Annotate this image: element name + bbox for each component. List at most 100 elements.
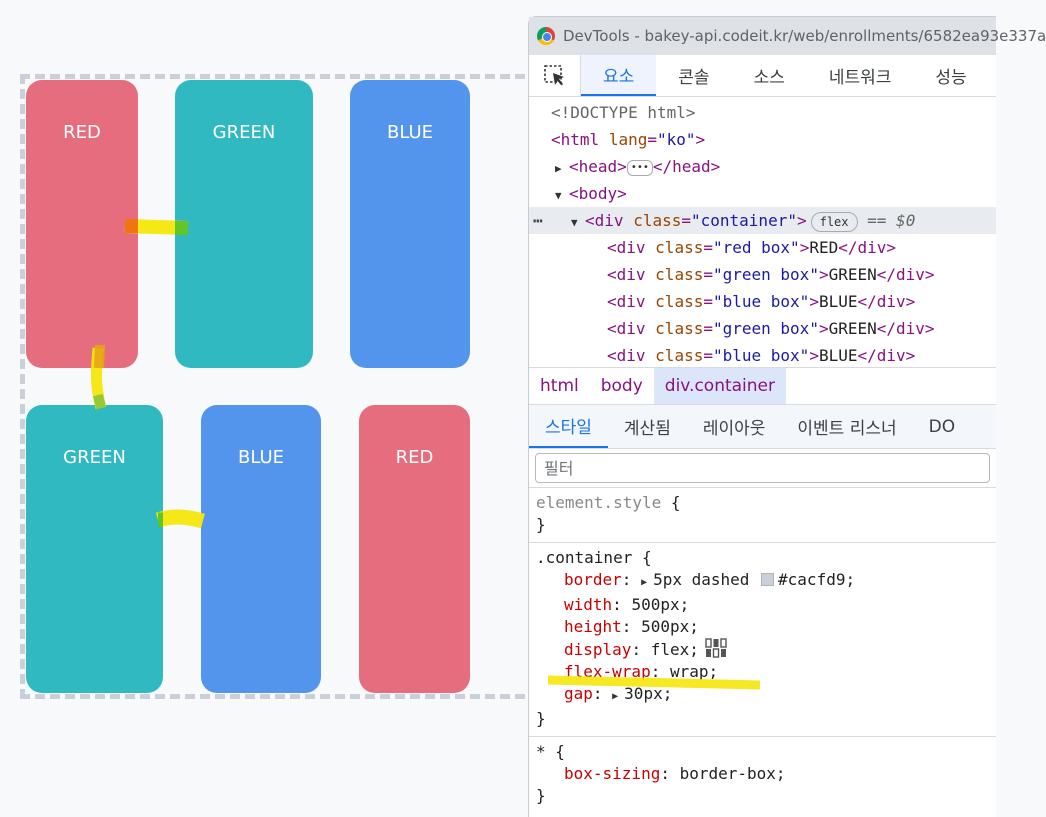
window-title: DevTools - bakey-api.codeit.kr/web/enrol… (563, 27, 1046, 45)
highlighter-underline (547, 675, 761, 690)
dom-container-selected[interactable]: ⋯ ▼<div class="container">flex == $0 (529, 207, 996, 234)
expand-triangle-icon[interactable]: ▶ (555, 162, 562, 175)
child-class: "red box" (712, 238, 800, 257)
filter-row (529, 449, 996, 488)
html-attr-value: "ko" (656, 130, 696, 149)
dom-body[interactable]: ▼<body> (529, 180, 996, 207)
css-property[interactable]: display: flex; (536, 638, 989, 661)
tab-computed[interactable]: 계산됨 (623, 419, 671, 439)
property-name: border (564, 570, 622, 589)
tab-sources[interactable]: 소스 (753, 68, 785, 88)
property-name: box-sizing (564, 764, 661, 783)
ellipsis-button[interactable]: ••• (626, 159, 653, 176)
tab-performance[interactable]: 성능 (935, 68, 967, 88)
property-value: wrap (669, 662, 709, 681)
child-class: "green box" (712, 319, 819, 338)
green-box: GREEN (26, 405, 163, 693)
dom-child[interactable]: <div class="green box">GREEN</div> (607, 319, 935, 338)
box-label: GREEN (212, 122, 276, 143)
dom-child[interactable]: <div class="red box">RED</div> (607, 238, 897, 257)
child-text: RED (809, 238, 839, 257)
rule-container[interactable]: .container { border: ▶5px dashed #cacfd9… (529, 543, 996, 737)
dom-head[interactable]: ▶<head>•••</head> (529, 153, 996, 180)
html-tag: html (560, 130, 600, 149)
breadcrumb-body[interactable]: body (600, 376, 643, 396)
property-value: flex (650, 640, 690, 659)
head-tag: head (578, 157, 618, 176)
collapse-triangle-icon[interactable]: ▼ (555, 189, 562, 202)
expand-triangle-icon[interactable]: ▶ (612, 691, 619, 702)
property-name: height (564, 617, 622, 636)
devtools-titlebar: DevTools - bakey-api.codeit.kr/web/enrol… (529, 17, 1046, 55)
child-class: "blue box" (712, 346, 810, 365)
devtools-tabbar: 요소 콘솔 소스 네트워크 성능 (529, 55, 996, 97)
tab-elements[interactable]: 요소 (581, 55, 657, 96)
more-options-icon[interactable]: ⋯ (533, 211, 543, 230)
rule-selector: .container (536, 548, 633, 567)
css-property[interactable]: gap: ▶30px; (536, 683, 989, 708)
styles-subtabs: 스타일 계산됨 레이아웃 이벤트 리스너 DO (529, 405, 996, 449)
highlighter-marks (90, 219, 205, 529)
tab-styles[interactable]: 스타일 (529, 405, 608, 448)
blue-box: BLUE (350, 80, 470, 368)
rule-element-style[interactable]: element.style { } (529, 488, 996, 543)
css-property[interactable]: border: ▶5px dashed #cacfd9; (536, 569, 989, 594)
tab-event-listeners[interactable]: 이벤트 리스너 (797, 419, 897, 439)
container-attr-name: class (633, 211, 682, 230)
child-text: BLUE (818, 346, 858, 365)
dom-html-open[interactable]: <html lang="ko"> (551, 130, 706, 149)
styles-filter-input[interactable] (535, 453, 990, 483)
body-tag: body (578, 184, 618, 203)
tab-network[interactable]: 네트워크 (828, 68, 892, 88)
dom-tree: <!DOCTYPE html> <html lang="ko"> ▶<head>… (529, 97, 996, 367)
html-attr-name: lang (608, 130, 648, 149)
doctype-text: <!DOCTYPE html> (551, 103, 696, 122)
css-property[interactable]: box-sizing: border-box; (564, 764, 786, 783)
property-name: flex-wrap (564, 662, 651, 681)
box-label: BLUE (386, 122, 434, 143)
property-name: gap (564, 684, 593, 703)
expand-triangle-icon[interactable]: ▶ (641, 577, 648, 588)
tab-dom-breakpoints[interactable]: DO (928, 416, 956, 437)
tab-layout[interactable]: 레이아웃 (702, 419, 766, 439)
breadcrumb-html[interactable]: html (540, 376, 579, 396)
property-value: border-box (679, 764, 776, 783)
child-text: GREEN (828, 319, 877, 338)
child-class: "green box" (712, 265, 819, 284)
property-color-value: #cacfd9 (778, 570, 846, 589)
container-tag: div (594, 211, 624, 230)
dom-child[interactable]: <div class="blue box">BLUE</div> (607, 346, 916, 365)
collapse-triangle-icon[interactable]: ▼ (571, 216, 578, 229)
flex-badge[interactable]: flex (810, 211, 858, 232)
property-value: 5px dashed (653, 570, 750, 589)
chrome-logo-icon (537, 27, 555, 45)
css-property-flex-wrap[interactable]: flex-wrap: wrap; (564, 662, 719, 681)
css-property[interactable]: height: 500px; (564, 617, 699, 636)
container-attr-value: "container" (691, 211, 797, 230)
style-rules: element.style { } .container { border: ▶… (529, 488, 996, 813)
rule-selector: * (536, 742, 546, 761)
color-swatch[interactable] (761, 573, 775, 586)
property-value: 500px (641, 617, 690, 636)
flexbox-editor-icon[interactable] (705, 638, 727, 658)
child-text: GREEN (828, 265, 877, 284)
tab-console[interactable]: 콘솔 (678, 68, 710, 88)
css-property[interactable]: width: 500px; (564, 595, 690, 614)
child-class: "blue box" (712, 292, 810, 311)
breadcrumb-div-container[interactable]: div.container (653, 368, 786, 404)
dom-child[interactable]: <div class="blue box">BLUE</div> (607, 292, 916, 311)
property-name: display (564, 640, 632, 659)
head-tag-close: head (672, 157, 711, 176)
dom-doctype[interactable]: <!DOCTYPE html> (529, 99, 996, 126)
dollar-zero-marker: == $0 (867, 211, 916, 230)
child-text: BLUE (818, 292, 858, 311)
rule-universal[interactable]: * { box-sizing: border-box; } (529, 737, 996, 813)
red-box: RED (359, 405, 470, 693)
property-name: width (564, 595, 613, 614)
red-box: RED (26, 80, 138, 368)
box-label: RED (395, 447, 434, 468)
dom-child[interactable]: <div class="green box">GREEN</div> (607, 265, 935, 284)
inspect-element-button[interactable] (529, 55, 581, 96)
green-box: GREEN (175, 80, 313, 368)
rule-selector: element.style (536, 493, 662, 512)
